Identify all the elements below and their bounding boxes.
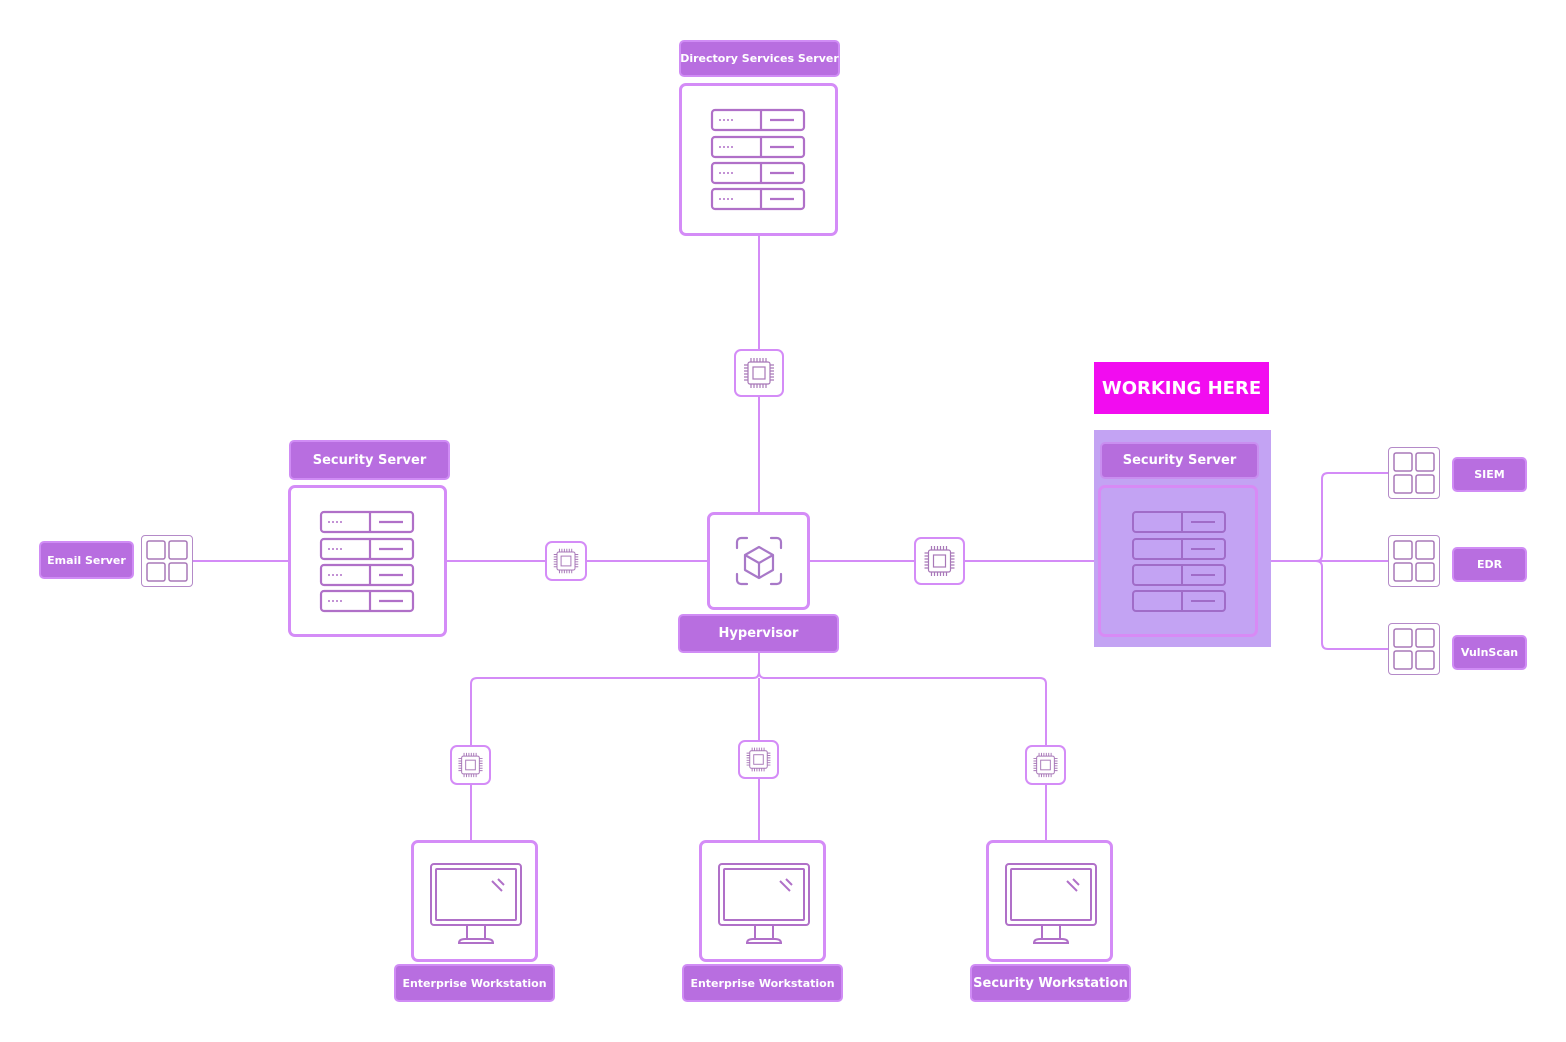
hypervisor-node[interactable]: [707, 512, 810, 610]
cpu-chip-icon: [458, 752, 483, 778]
directory-server-label[interactable]: Directory Services Server: [679, 40, 840, 77]
cpu-chip-icon: [553, 548, 579, 574]
monitor-icon: [718, 863, 810, 944]
email-server-node[interactable]: [141, 535, 193, 587]
app-grid-icon: [1393, 540, 1435, 582]
cpu-chip-icon: [1033, 752, 1058, 778]
connector-chip-security-right[interactable]: [914, 537, 965, 585]
email-server-label[interactable]: Email Server: [39, 541, 134, 579]
hypervisor-label[interactable]: Hypervisor: [678, 614, 839, 653]
connector-chip-workstation-3[interactable]: [1025, 745, 1066, 785]
app-grid-icon: [146, 540, 188, 582]
cpu-chip-icon: [924, 546, 955, 576]
workstation-3-label[interactable]: Security Workstation: [970, 964, 1131, 1002]
edr-node[interactable]: [1388, 535, 1440, 587]
siem-node[interactable]: [1388, 447, 1440, 499]
security-server-left-node[interactable]: [288, 485, 447, 637]
connector-chip-workstation-2[interactable]: [738, 740, 779, 779]
workstation-2-label[interactable]: Enterprise Workstation: [682, 964, 843, 1002]
vulnscan-label[interactable]: VulnScan: [1452, 635, 1527, 670]
edr-label[interactable]: EDR: [1452, 547, 1527, 582]
server-rack-icon: [1132, 511, 1226, 612]
cpu-chip-icon: [744, 358, 774, 388]
directory-server-node[interactable]: [679, 83, 838, 236]
working-here-banner: WORKING HERE: [1094, 362, 1269, 414]
workstation-1-node[interactable]: [411, 840, 538, 962]
cpu-chip-icon: [746, 747, 771, 772]
connector-chip-security-left[interactable]: [545, 541, 587, 581]
cube-icon: [735, 536, 783, 586]
workstation-3-node[interactable]: [986, 840, 1113, 962]
siem-label[interactable]: SIEM: [1452, 457, 1527, 492]
connector-chip-directory[interactable]: [734, 349, 784, 397]
security-server-left-label[interactable]: Security Server: [289, 440, 450, 480]
app-grid-icon: [1393, 628, 1435, 670]
vulnscan-node[interactable]: [1388, 623, 1440, 675]
app-grid-icon: [1393, 452, 1435, 494]
security-server-right-label[interactable]: Security Server: [1100, 442, 1259, 479]
server-rack-icon: [319, 510, 415, 613]
server-rack-icon: [710, 108, 806, 211]
monitor-icon: [1005, 863, 1097, 944]
workstation-2-node[interactable]: [699, 840, 826, 962]
edge-security-right-tools: [1270, 472, 1389, 650]
workstation-1-label[interactable]: Enterprise Workstation: [394, 964, 555, 1002]
connector-chip-workstation-1[interactable]: [450, 745, 491, 785]
security-server-right-node[interactable]: [1098, 485, 1258, 637]
monitor-icon: [430, 863, 522, 944]
